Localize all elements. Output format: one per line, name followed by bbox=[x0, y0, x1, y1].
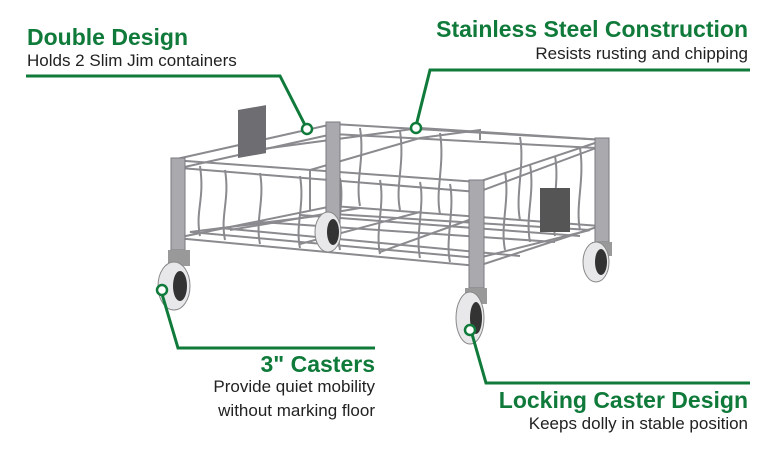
double-design-subtitle: Holds 2 Slim Jim containers bbox=[27, 51, 237, 70]
locking-subtitle: Keeps dolly in stable position bbox=[528, 414, 748, 433]
locking-title: Locking Caster Design bbox=[498, 387, 748, 413]
stainless-title: Stainless Steel Construction bbox=[436, 16, 748, 42]
double-design-title: Double Design bbox=[27, 24, 189, 50]
stainless-subtitle: Resists rusting and chipping bbox=[535, 44, 748, 63]
casters-line1: Provide quiet mobility bbox=[213, 377, 375, 396]
casters-title: 3" Casters bbox=[260, 351, 375, 377]
brand-plate bbox=[540, 188, 570, 232]
callout-leaders bbox=[26, 68, 750, 385]
posts bbox=[170, 121, 610, 289]
callout-dots bbox=[155, 121, 477, 337]
casters-line2: without marking floor bbox=[218, 401, 375, 420]
casters bbox=[157, 211, 612, 345]
side-plate bbox=[238, 105, 266, 159]
